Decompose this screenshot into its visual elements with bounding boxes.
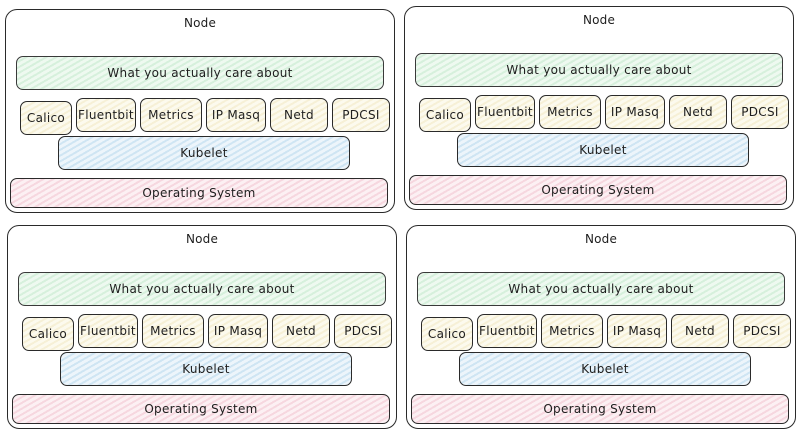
kubelet-layer: Kubelet [60,352,352,386]
addon-ip-masq: IP Masq [208,314,268,348]
kubelet-layer: Kubelet [457,133,749,167]
addon-pdcsi: PDCSI [731,95,789,129]
workload-layer: What you actually care about [16,56,384,90]
addon-netd: Netd [671,314,729,348]
node-box: Node What you actually care about Calico… [5,9,395,213]
addon-netd: Netd [669,95,727,129]
node-box: Node What you actually care about Calico… [404,6,794,210]
kubelet-layer: Kubelet [58,136,350,170]
addon-ip-masq: IP Masq [607,314,667,348]
node-title: Node [584,232,618,246]
node-title: Node [185,232,219,246]
workload-layer: What you actually care about [18,272,386,306]
operating-system-layer: Operating System [411,394,789,424]
addon-fluentbit: Fluentbit [76,98,136,132]
workload-layer: What you actually care about [417,272,785,306]
addon-calico: Calico [419,98,471,132]
addon-calico: Calico [421,317,473,351]
addon-fluentbit: Fluentbit [475,95,535,129]
addon-netd: Netd [272,314,330,348]
addon-pdcsi: PDCSI [334,314,392,348]
addon-netd: Netd [270,98,328,132]
operating-system-layer: Operating System [10,178,388,208]
addon-ip-masq: IP Masq [206,98,266,132]
addon-calico: Calico [20,101,72,135]
operating-system-layer: Operating System [12,394,390,424]
node-box: Node What you actually care about Calico… [7,225,397,429]
workload-layer: What you actually care about [415,53,783,87]
node-title: Node [582,13,616,27]
kubelet-layer: Kubelet [459,352,751,386]
addon-metrics: Metrics [140,98,202,132]
addon-calico: Calico [22,317,74,351]
addon-metrics: Metrics [541,314,603,348]
addon-fluentbit: Fluentbit [477,314,537,348]
addon-metrics: Metrics [142,314,204,348]
operating-system-layer: Operating System [409,175,787,205]
addon-ip-masq: IP Masq [605,95,665,129]
node-title: Node [183,16,217,30]
addon-pdcsi: PDCSI [332,98,390,132]
addon-metrics: Metrics [539,95,601,129]
addon-fluentbit: Fluentbit [78,314,138,348]
node-box: Node What you actually care about Calico… [406,225,796,429]
addon-pdcsi: PDCSI [733,314,791,348]
